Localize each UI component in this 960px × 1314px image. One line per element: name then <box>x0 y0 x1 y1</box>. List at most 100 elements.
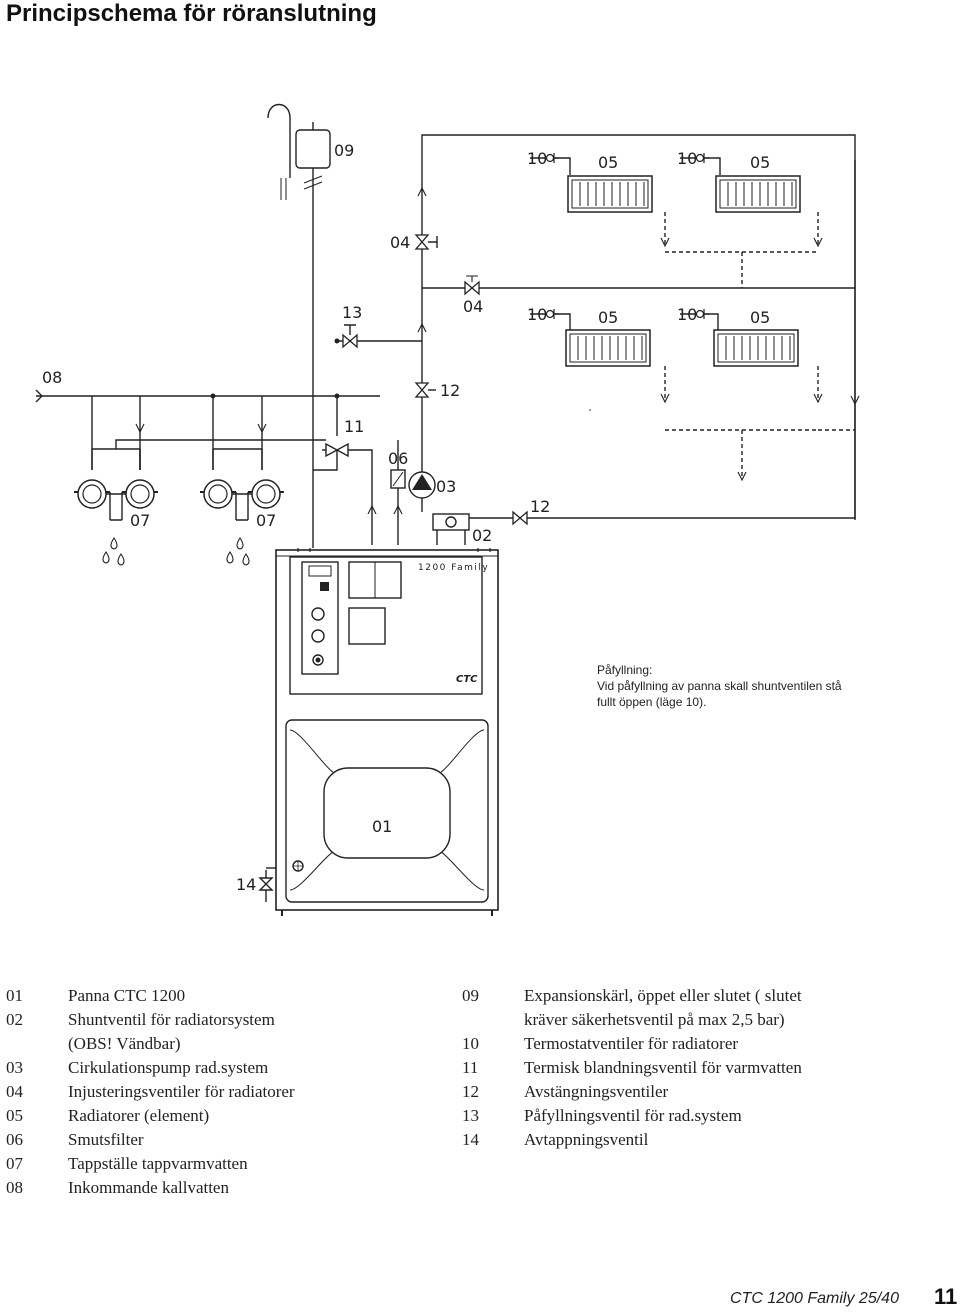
label-05-c: 05 <box>598 308 618 327</box>
legend-text: Panna CTC 1200 <box>68 986 186 1005</box>
hot-water-pipe <box>91 439 326 470</box>
cold-water-inlet <box>35 338 380 470</box>
radiator-upper-left <box>530 152 670 248</box>
note-line-2: fullt öppen (läge 10). <box>597 695 707 709</box>
legend-number: 06 <box>6 1130 23 1149</box>
legend-row: 04 Injusteringsventiler för radiatorer <box>6 1080 446 1104</box>
legend-row: 10 Termostatventiler för radiatorer <box>462 1032 942 1056</box>
legend-row: 11 Termisk blandningsventil för varmvatte… <box>462 1056 942 1080</box>
label-09: 09 <box>334 141 354 160</box>
label-05-b: 05 <box>750 153 770 172</box>
stray-dot <box>589 409 591 411</box>
legend-text: Inkommande kallvatten <box>68 1178 229 1197</box>
label-07-right: 07 <box>256 511 276 530</box>
label-01: 01 <box>372 817 392 836</box>
dirt-filter <box>367 440 406 545</box>
legend-text: Shuntventil för radiatorsystem <box>68 1010 275 1029</box>
label-12-upper: 12 <box>440 381 460 400</box>
label-06: 06 <box>388 449 408 468</box>
label-10-d: 10 <box>677 305 697 324</box>
legend-row: 05 Radiatorer (element) <box>6 1104 446 1128</box>
legend-row: (OBS! Vändbar) <box>6 1032 446 1056</box>
legend-row: 03 Cirkulationspump rad.system <box>6 1056 446 1080</box>
mixing-valve <box>313 396 373 480</box>
legend-number: 02 <box>6 1010 23 1029</box>
legend-number: 12 <box>462 1082 479 1101</box>
label-11: 11 <box>344 417 364 436</box>
boiler <box>275 548 499 916</box>
legend-text: Avtappningsventil <box>524 1130 649 1149</box>
legend-row: 07 Tappställe tappvarmvatten <box>6 1152 446 1176</box>
legend-text: Injusteringsventiler för radiatorer <box>68 1082 295 1101</box>
legend-text: Påfyllningsventil för rad.system <box>524 1106 742 1125</box>
legend-number: 04 <box>6 1082 23 1101</box>
expansion-tank <box>267 103 331 548</box>
legend-text: Termostatventiler för radiatorer <box>524 1034 739 1053</box>
label-14: 14 <box>236 875 256 894</box>
legend-text: Smutsfilter <box>68 1130 144 1149</box>
label-10-b: 10 <box>677 149 697 168</box>
boiler-brand-logo: CTC <box>456 674 478 685</box>
note-heading: Påfyllning: <box>597 663 653 677</box>
legend-number: 10 <box>462 1034 479 1053</box>
legend-text: (OBS! Vändbar) <box>68 1034 181 1053</box>
shunt-valve <box>432 160 856 545</box>
boiler-name-plate: 1200 Family <box>418 563 489 573</box>
return-line-lower <box>665 429 855 478</box>
legend-number: 05 <box>6 1106 23 1125</box>
radiator-lower-left <box>530 308 670 404</box>
legend-number: 03 <box>6 1058 23 1077</box>
return-arrow <box>737 395 860 482</box>
page-number: 11 <box>934 1284 958 1309</box>
page-title: Principschema för röranslutning <box>6 0 377 27</box>
legend-row: 13 Påfyllningsventil för rad.system <box>462 1104 942 1128</box>
radiator-lower-right <box>680 308 823 404</box>
circulation-pump <box>408 471 436 512</box>
legend-row: 01 Panna CTC 1200 <box>6 984 446 1008</box>
label-08: 08 <box>42 368 62 387</box>
label-04-upper: 04 <box>390 233 410 252</box>
label-02: 02 <box>472 526 492 545</box>
label-04-lower: 04 <box>463 297 483 316</box>
legend-number: 07 <box>6 1154 23 1173</box>
legend-number: 11 <box>462 1058 479 1077</box>
label-05-d: 05 <box>750 308 770 327</box>
label-05-a: 05 <box>598 153 618 172</box>
tap-outlet-right <box>199 479 285 566</box>
legend-text: Radiatorer (element) <box>68 1106 210 1125</box>
legend-text: Cirkulationspump rad.system <box>68 1058 269 1077</box>
label-10-a: 10 <box>527 149 547 168</box>
legend-text: kräver säkerhetsventil på max 2,5 bar) <box>524 1010 785 1029</box>
legend-row: 02 Shuntventil för radiatorsystem <box>6 1008 446 1032</box>
label-07-left: 07 <box>130 511 150 530</box>
legend-left: 01 Panna CTC 1200 02 Shuntventil för radia… <box>6 984 446 1200</box>
fill-valve <box>337 324 422 348</box>
return-line-upper <box>665 251 743 288</box>
legend-number <box>462 1008 524 1032</box>
label-03: 03 <box>436 477 456 496</box>
legend-row: 06 Smutsfilter <box>6 1128 446 1152</box>
footer-product: CTC 1200 Family 25/40 <box>730 1290 899 1307</box>
supply-riser <box>415 134 856 472</box>
drain-valve <box>258 867 276 902</box>
legend-row: 08 Inkommande kallvatten <box>6 1176 446 1200</box>
radiator-upper-right <box>680 152 823 248</box>
legend-row: kräver säkerhetsventil på max 2,5 bar) <box>462 1008 942 1032</box>
return-valve <box>512 511 528 525</box>
label-12-lower: 12 <box>530 497 550 516</box>
label-10-c: 10 <box>527 305 547 324</box>
legend-number <box>6 1032 68 1056</box>
legend-number: 13 <box>462 1106 479 1125</box>
note-line-1: Vid påfyllning av panna skall shuntventi… <box>597 679 842 693</box>
legend-text: Tappställe tappvarmvatten <box>68 1154 248 1173</box>
legend-number: 08 <box>6 1178 23 1197</box>
legend-number: 09 <box>462 986 479 1005</box>
legend-row: 12 Avstängningsventiler <box>462 1080 942 1104</box>
legend-text: Avstängningsventiler <box>524 1082 669 1101</box>
tap-outlet-left <box>73 479 159 566</box>
legend-number: 01 <box>6 986 23 1005</box>
legend-text: Termisk blandningsventil för varmvatten <box>524 1058 802 1077</box>
